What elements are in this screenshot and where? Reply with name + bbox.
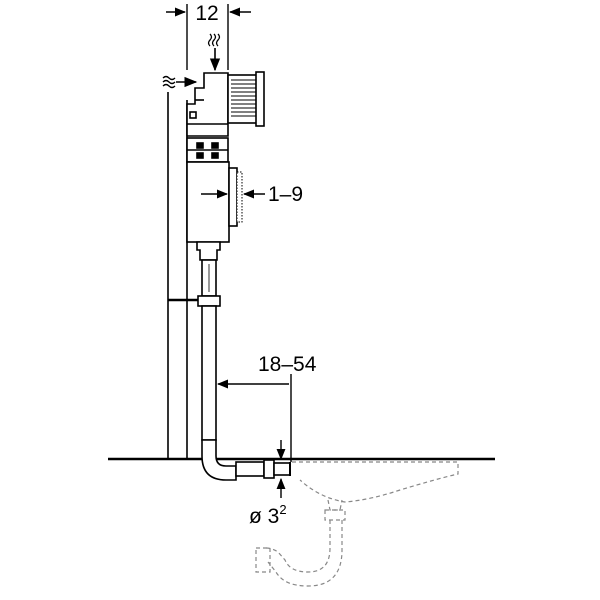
cylinder-flange xyxy=(255,71,265,127)
wavy-arrow-icon xyxy=(162,75,198,89)
wavy-arrow-icon xyxy=(207,33,221,72)
pipe-lower xyxy=(201,305,217,441)
thread-lines xyxy=(231,79,256,117)
threaded-cylinder xyxy=(227,74,261,124)
cover-plate xyxy=(228,167,238,227)
pipe-nut xyxy=(263,459,275,479)
bracket-slot-right xyxy=(211,142,219,149)
dimension-label-diameter: ø 32 xyxy=(249,502,287,528)
dimension-offset-range xyxy=(216,374,292,462)
urinal-outlet xyxy=(327,499,343,511)
trap-bend-inner xyxy=(267,520,343,587)
pipe-horizontal xyxy=(235,461,265,477)
dimension-label-top-depth: 12 xyxy=(195,2,218,25)
pipe-clamp xyxy=(197,295,221,307)
valve-tailpiece xyxy=(196,241,221,261)
trap-inlet xyxy=(324,509,346,521)
bracket-slot-lower-left xyxy=(196,152,204,159)
dimension-top-depth xyxy=(166,4,251,70)
dimension-label-offset-range: 18–54 xyxy=(258,353,317,376)
dimension-label-adjust-range: 1–9 xyxy=(268,183,303,206)
valve-body xyxy=(186,161,230,243)
inlet-port xyxy=(189,111,197,119)
trap-bend-outer xyxy=(265,520,331,573)
flush-valve-housing xyxy=(186,71,265,261)
cover-plate-gasket xyxy=(236,171,243,223)
pipe-outlet xyxy=(273,462,291,476)
urinal-bowl xyxy=(292,461,459,503)
trap-wall-connector xyxy=(255,547,271,573)
urinal-outline xyxy=(255,461,459,587)
bracket-slot-lower-right xyxy=(211,152,219,159)
flush-pipe xyxy=(197,259,291,481)
bracket-slot-left xyxy=(196,142,204,149)
